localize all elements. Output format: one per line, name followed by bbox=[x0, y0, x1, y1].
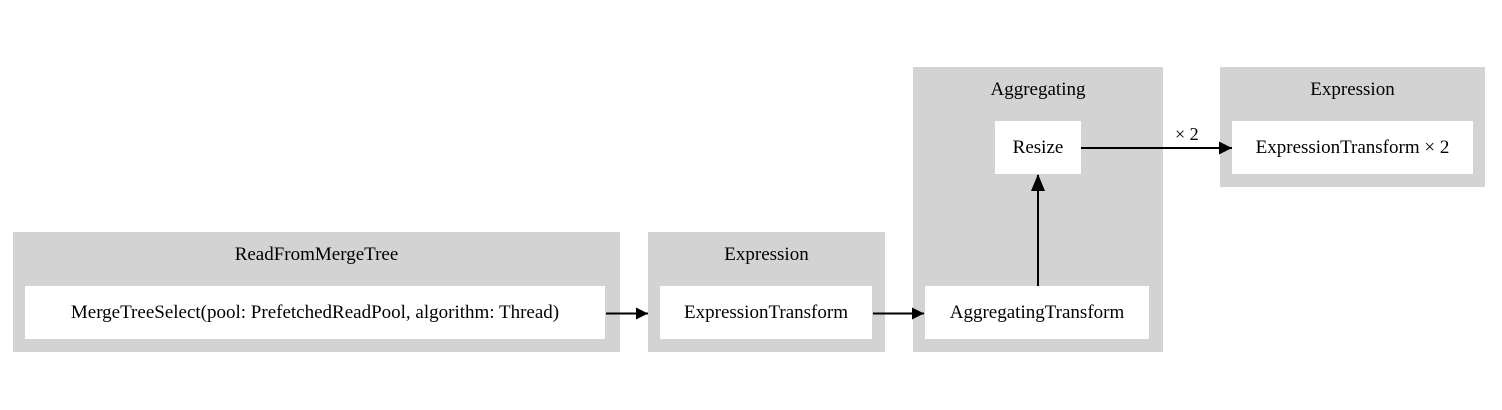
node-expression-transform-x2[interactable]: ExpressionTransform × 2 bbox=[1232, 121, 1473, 174]
node-aggregating-transform[interactable]: AggregatingTransform bbox=[925, 286, 1149, 339]
node-label-resize: Resize bbox=[1012, 136, 1064, 158]
node-label-expression-transform-x2: ExpressionTransform × 2 bbox=[1255, 136, 1450, 158]
node-label-aggregating-transform: AggregatingTransform bbox=[949, 301, 1125, 323]
node-expression-transform[interactable]: ExpressionTransform bbox=[660, 286, 872, 339]
cluster-label-expression-1: Expression bbox=[724, 244, 809, 265]
cluster-label-read-from-merge-tree: ReadFromMergeTree bbox=[234, 244, 399, 265]
node-label-expression-transform: ExpressionTransform bbox=[684, 301, 848, 323]
node-label-merge-tree-select: MergeTreeSelect(pool: PrefetchedReadPool… bbox=[70, 301, 560, 323]
node-merge-tree-select[interactable]: MergeTreeSelect(pool: PrefetchedReadPool… bbox=[25, 286, 605, 339]
cluster-label-aggregating: Aggregating bbox=[990, 79, 1086, 100]
edge-label-resize-to-expression-transform-x2: × 2 bbox=[1175, 124, 1199, 144]
node-resize[interactable]: Resize bbox=[995, 121, 1081, 174]
cluster-label-expression-2: Expression bbox=[1310, 79, 1395, 100]
